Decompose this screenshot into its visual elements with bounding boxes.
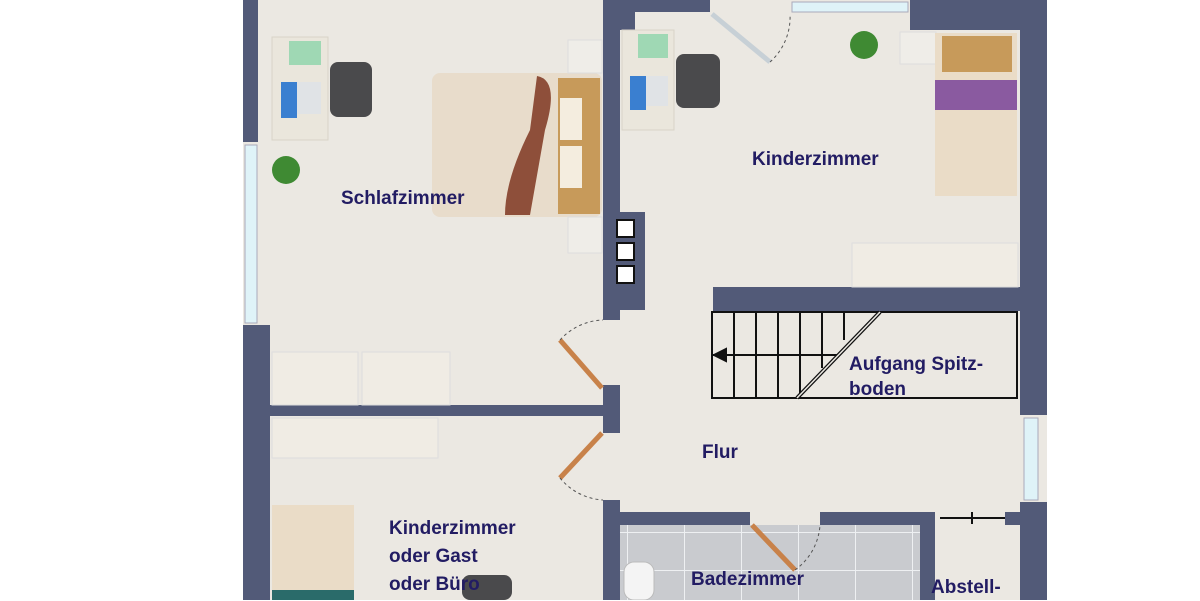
doors	[558, 12, 1005, 572]
kinderzimmer2-line-3: oder Büro	[389, 574, 480, 595]
kinderzimmer2-line-2: oder Gast	[389, 546, 478, 567]
storage-floor	[935, 525, 1020, 600]
staircase	[711, 310, 1018, 400]
room-label-kinderzimmer: Kinderzimmer	[752, 149, 879, 170]
bathroom-tiles	[620, 525, 920, 600]
kinderzimmer2-line-1: Kinderzimmer	[389, 518, 516, 539]
furniture	[271, 29, 1019, 600]
room-label-schlafzimmer: Schlafzimmer	[341, 188, 465, 209]
room-label-kinderzimmer-gast-buero: Kinderzimmer oder Gast oder Büro	[389, 515, 516, 599]
window-top	[791, 1, 909, 13]
window-left	[244, 144, 258, 324]
closet-squares	[616, 219, 635, 284]
aufgang-line-1: Aufgang Spitz-	[849, 354, 984, 375]
room-label-aufgang: Aufgang Spitz- boden	[849, 352, 983, 402]
room-label-badezimmer: Badezimmer	[691, 569, 804, 590]
room-label-flur: Flur	[702, 442, 738, 463]
window-right	[1023, 417, 1039, 501]
aufgang-line-2: boden	[849, 379, 906, 400]
room-label-abstell: Abstell-	[931, 577, 1001, 598]
walls	[243, 0, 1047, 600]
